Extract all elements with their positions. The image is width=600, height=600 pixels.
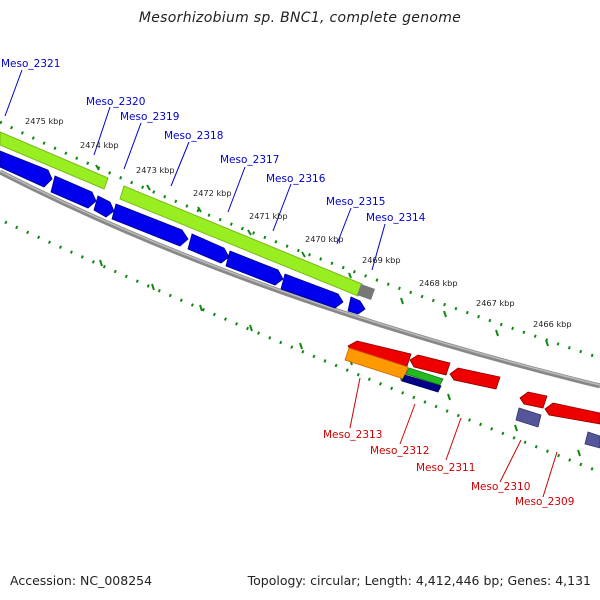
tick-mark xyxy=(514,424,518,432)
genome-backbone-highlight xyxy=(0,170,600,386)
gene-arrow-reverse xyxy=(409,354,451,376)
gene-label-reverse[interactable]: Meso_2311 xyxy=(416,462,475,474)
label-leader xyxy=(123,122,142,170)
gene-arrow-forward xyxy=(225,250,284,286)
label-leader xyxy=(272,183,292,232)
label-leader xyxy=(93,106,111,156)
gene-arrow-forward xyxy=(187,233,230,264)
gene-arrow-reverse xyxy=(519,391,548,409)
scale-label: 2469 kbp xyxy=(362,255,401,265)
tick-mark xyxy=(249,324,253,332)
label-leader xyxy=(227,166,246,213)
scale-label: 2474 kbp xyxy=(80,140,119,150)
scale-label: 2472 kbp xyxy=(193,188,232,198)
gene-arrow-forward xyxy=(0,150,53,188)
tick-mark xyxy=(400,297,404,305)
tick-mark xyxy=(95,164,100,171)
scale-label: 2466 kbp xyxy=(533,319,572,329)
feature-block-green-2 xyxy=(119,185,363,297)
scale-label: 2475 kbp xyxy=(25,116,64,126)
tick-mark xyxy=(99,259,103,267)
gene-label-forward[interactable]: Meso_2321 xyxy=(1,58,60,70)
tick-mark xyxy=(348,272,352,279)
tick-mark xyxy=(443,310,447,318)
tick-mark xyxy=(301,251,306,258)
feature-block-green-1 xyxy=(0,131,109,190)
gene-arrow-forward xyxy=(280,273,344,309)
accession-text: Accession: NC_008254 xyxy=(10,573,153,588)
feature-block-grey xyxy=(357,284,375,300)
gene-arrow-forward xyxy=(50,175,97,209)
label-leader xyxy=(4,69,23,117)
gene-arrow-forward xyxy=(347,296,366,315)
label-leader xyxy=(349,377,361,429)
scale-label: 2473 kbp xyxy=(136,165,175,175)
tick-marks xyxy=(95,164,581,457)
label-leader xyxy=(542,451,558,498)
feature-block-purple xyxy=(515,407,542,428)
label-leader xyxy=(445,417,462,461)
tick-mark xyxy=(545,339,549,347)
tick-mark xyxy=(151,283,155,291)
gene-label-reverse[interactable]: Meso_2312 xyxy=(370,445,429,457)
tick-mark xyxy=(199,304,203,312)
gene-label-forward[interactable]: Meso_2320 xyxy=(86,96,145,108)
map-title: Mesorhizobium sp. BNC1, complete genome xyxy=(138,10,462,26)
gene-label-forward[interactable]: Meso_2314 xyxy=(366,212,426,224)
feature-block-green xyxy=(405,367,444,386)
gene-label-forward[interactable]: Meso_2315 xyxy=(326,196,385,208)
gene-label-reverse[interactable]: Meso_2313 xyxy=(323,429,382,441)
label-leader xyxy=(170,141,190,187)
label-leader xyxy=(371,223,386,271)
gene-label-forward[interactable]: Meso_2316 xyxy=(266,173,326,185)
tick-mark xyxy=(577,449,581,457)
feature-block-purple xyxy=(584,431,600,449)
gene-arrow-forward xyxy=(111,203,189,247)
gene-label-reverse[interactable]: Meso_2309 xyxy=(515,496,574,508)
scale-label: 2467 kbp xyxy=(476,298,515,308)
gene-label-reverse[interactable]: Meso_2310 xyxy=(471,481,530,493)
feature-block-navy xyxy=(401,374,442,393)
tick-mark xyxy=(247,229,252,236)
topology-text: Topology: circular; Length: 4,412,446 bp… xyxy=(247,573,591,588)
tick-mark xyxy=(495,329,499,337)
tick-mark xyxy=(197,206,202,213)
gene-arrow-reverse xyxy=(449,367,501,390)
label-leader xyxy=(336,207,352,245)
gene-label-forward[interactable]: Meso_2317 xyxy=(220,154,279,166)
scale-label: 2471 kbp xyxy=(249,211,288,221)
gene-label-forward[interactable]: Meso_2318 xyxy=(164,130,223,142)
genome-backbone xyxy=(0,169,600,389)
outer-tick-track xyxy=(0,120,600,360)
gene-label-forward[interactable]: Meso_2319 xyxy=(120,111,179,123)
gene-arrow-reverse xyxy=(544,402,600,425)
label-leader xyxy=(399,403,416,445)
scale-label: 2468 kbp xyxy=(419,278,458,288)
gene-arrow-forward xyxy=(93,195,115,218)
tick-mark xyxy=(146,184,151,191)
label-leader xyxy=(499,439,522,483)
scale-label: 2470 kbp xyxy=(305,234,344,244)
tick-mark xyxy=(447,393,451,401)
tick-mark xyxy=(299,342,303,350)
